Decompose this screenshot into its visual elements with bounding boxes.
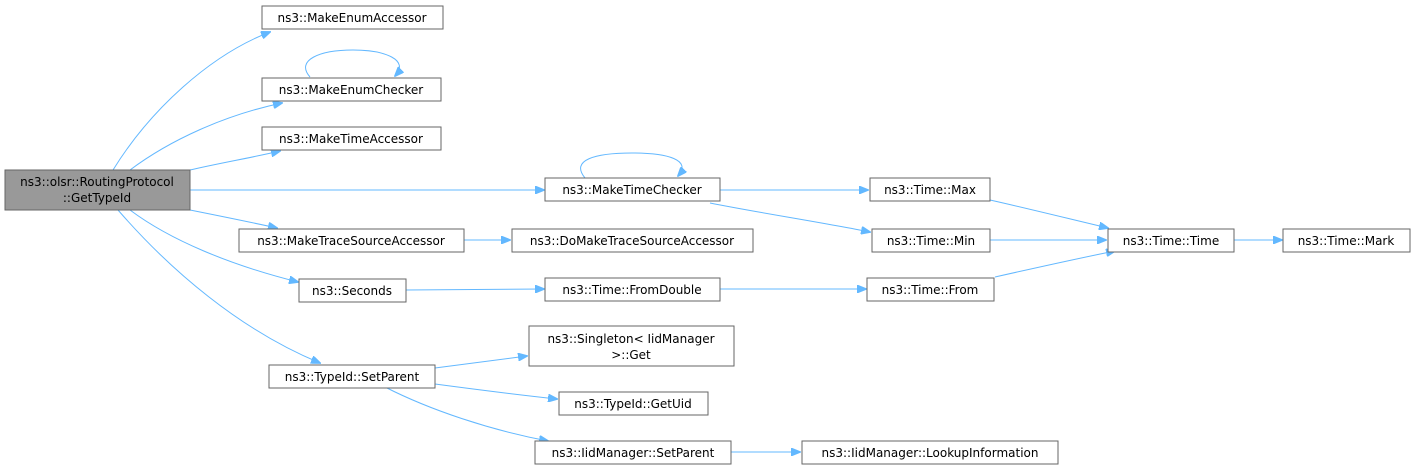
- node-time-from[interactable]: ns3::Time::From: [866, 277, 995, 302]
- node-label: ns3::Seconds: [312, 284, 392, 298]
- edge-make-time-checker-to-time-min: [709, 202, 870, 232]
- edge-make-time-checker-self-loop: [580, 152, 682, 179]
- edge-root-to-typeid-set-parent: [117, 209, 320, 363]
- node-label-line-1: ns3::Singleton< IidManager: [547, 332, 714, 346]
- node-make-time-checker[interactable]: ns3::MakeTimeChecker: [544, 177, 721, 202]
- node-time-max[interactable]: ns3::Time::Max: [869, 177, 991, 202]
- node-time-mark[interactable]: ns3::Time::Mark: [1282, 228, 1411, 253]
- node-label-line-2: ::GetTypeId: [63, 191, 131, 205]
- node-label: ns3::Time::Max: [884, 183, 976, 197]
- node-iidmanager-lookup-information[interactable]: ns3::IidManager::LookupInformation: [801, 440, 1059, 465]
- edge-root-to-make-time-accessor: [189, 151, 280, 171]
- node-label: ns3::Time::FromDouble: [562, 283, 701, 297]
- edge-typeid-set-parent-to-iidmanager-set-parent: [384, 386, 548, 441]
- node-seconds[interactable]: ns3::Seconds: [298, 278, 407, 303]
- node-iidmanager-set-parent[interactable]: ns3::IidManager::SetParent: [534, 440, 732, 465]
- node-time-time[interactable]: ns3::Time::Time: [1107, 228, 1235, 253]
- edge-time-from-to-time-time: [994, 251, 1115, 278]
- node-label: ns3::Time::From: [882, 283, 979, 297]
- node-make-trace-source-accessor[interactable]: ns3::MakeTraceSourceAccessor: [238, 228, 465, 253]
- node-label: ns3::IidManager::SetParent: [552, 446, 715, 460]
- node-label-line-1: ns3::olsr::RoutingProtocol: [20, 175, 174, 189]
- node-typeid-get-uid[interactable]: ns3::TypeId::GetUid: [558, 391, 709, 416]
- node-make-enum-accessor[interactable]: ns3::MakeEnumAccessor: [261, 5, 444, 30]
- nodes: ns3::olsr::RoutingProtocol ::GetTypeId n…: [4, 5, 1411, 465]
- node-label: ns3::MakeTimeChecker: [562, 183, 701, 197]
- node-time-min[interactable]: ns3::Time::Min: [871, 228, 991, 253]
- edge-root-to-make-enum-checker: [129, 103, 282, 171]
- node-typeid-set-parent[interactable]: ns3::TypeId::SetParent: [268, 364, 436, 389]
- node-label: ns3::Time::Min: [887, 234, 975, 248]
- node-label-line-2: >::Get: [611, 348, 651, 362]
- node-root-routing-protocol-get-type-id[interactable]: ns3::olsr::RoutingProtocol ::GetTypeId: [4, 169, 191, 211]
- edge-root-to-make-enum-accessor: [112, 32, 270, 171]
- node-label: ns3::MakeEnumAccessor: [277, 11, 426, 25]
- edges: [112, 32, 1282, 452]
- node-label: ns3::DoMakeTraceSourceAccessor: [530, 234, 734, 248]
- node-label: ns3::Time::Time: [1123, 234, 1219, 248]
- node-label: ns3::MakeTimeAccessor: [279, 132, 423, 146]
- node-make-enum-checker[interactable]: ns3::MakeEnumChecker: [261, 77, 442, 102]
- edge-typeid-set-parent-to-singleton-get: [434, 356, 527, 369]
- edge-make-enum-checker-self-loop: [305, 49, 400, 77]
- node-label: ns3::MakeTraceSourceAccessor: [257, 234, 445, 248]
- edge-time-max-to-time-time: [989, 199, 1108, 228]
- node-label: ns3::MakeEnumChecker: [279, 83, 424, 97]
- edge-root-to-seconds: [129, 209, 298, 282]
- edge-root-to-make-trace-source-accessor: [189, 209, 277, 228]
- node-label: ns3::Time::Mark: [1298, 234, 1395, 248]
- node-time-from-double[interactable]: ns3::Time::FromDouble: [544, 277, 721, 302]
- node-singleton-iidmanager-get[interactable]: ns3::Singleton< IidManager >::Get: [528, 325, 735, 367]
- node-make-time-accessor[interactable]: ns3::MakeTimeAccessor: [261, 126, 442, 151]
- node-label: ns3::IidManager::LookupInformation: [822, 446, 1039, 460]
- node-label: ns3::TypeId::SetParent: [285, 370, 420, 384]
- node-do-make-trace-source-accessor[interactable]: ns3::DoMakeTraceSourceAccessor: [511, 228, 754, 253]
- edge-seconds-to-time-from-double: [405, 289, 544, 290]
- edge-typeid-set-parent-to-typeid-get-uid: [434, 383, 557, 399]
- node-label: ns3::TypeId::GetUid: [574, 397, 692, 411]
